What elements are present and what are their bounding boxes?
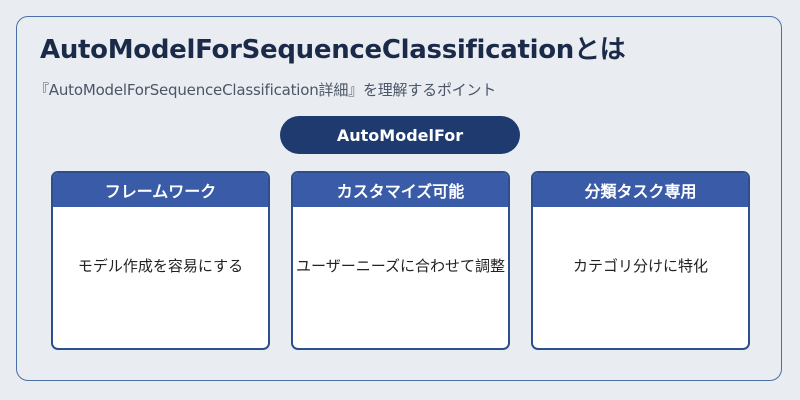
card-framework-heading: フレームワーク xyxy=(53,173,268,207)
card-customizable-body: ユーザーニーズに合わせて調整 xyxy=(296,257,505,275)
card-classification-body: カテゴリ分けに特化 xyxy=(572,257,708,275)
page-title: AutoModelForSequenceClassificationとは xyxy=(40,35,626,65)
card-framework-body: モデル作成を容易にする xyxy=(77,257,244,275)
page-subtitle: 『AutoModelForSequenceClassification詳細』を理… xyxy=(34,81,497,99)
card-customizable-heading: カスタマイズ可能 xyxy=(293,173,508,207)
center-node-label: AutoModelFor xyxy=(336,125,464,145)
card-framework: フレームワーク モデル作成を容易にする xyxy=(51,171,270,350)
center-node: AutoModelFor xyxy=(280,116,520,154)
card-customizable: カスタマイズ可能 ユーザーニーズに合わせて調整 xyxy=(291,171,510,350)
card-classification-heading: 分類タスク専用 xyxy=(533,173,748,207)
card-classification: 分類タスク専用 カテゴリ分けに特化 xyxy=(531,171,750,350)
